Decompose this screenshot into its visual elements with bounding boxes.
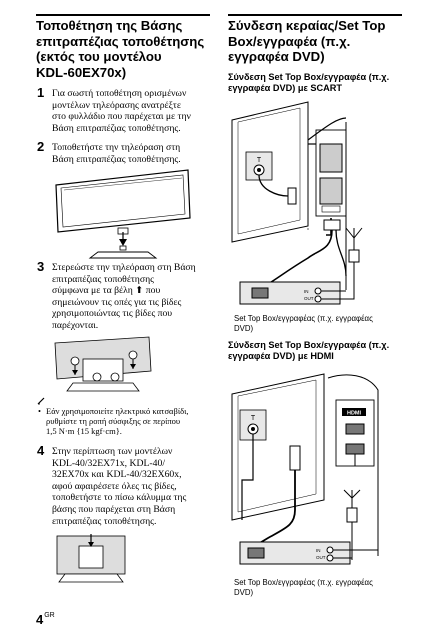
out-label: OUT bbox=[304, 296, 314, 301]
caption-line: DVD) bbox=[234, 587, 254, 597]
text-line: επιτραπέζιας τοποθέτησης. bbox=[52, 515, 157, 527]
text-line: Βάση επιτραπέζιας τοποθέτησης. bbox=[52, 153, 181, 165]
text-line: επιτραπέζιας τοποθέτησης bbox=[52, 273, 154, 285]
title-line: εγγραφέα DVD) bbox=[228, 49, 325, 64]
text-line: αφού αφαιρέσετε όλες τις βίδες, bbox=[52, 480, 177, 492]
text-line: Στην περίπτωση των μοντέλων bbox=[52, 446, 173, 457]
caption-line: Set Top Box/εγγραφέας (π.χ. εγγραφέας bbox=[234, 578, 373, 587]
text-line: μοντέλων τηλεόρασης ανατρέξτε bbox=[52, 99, 181, 111]
page-number: 4GR bbox=[36, 612, 55, 627]
title-line: Box/εγγραφέα (π.χ. bbox=[228, 33, 351, 49]
title-line: Τοποθέτηση της Βάσης bbox=[36, 18, 183, 33]
right-top-rule bbox=[228, 14, 402, 16]
text-line: Για σωστή τοποθέτηση ορισμένων bbox=[52, 88, 187, 99]
back-cover-illustration bbox=[53, 534, 129, 584]
step-3-number: 3 bbox=[37, 259, 45, 274]
step-4-text: Στην περίπτωση των μοντέλων KDL-40/32EX7… bbox=[52, 446, 222, 527]
left-top-rule bbox=[36, 14, 210, 16]
antenna-t-label: T bbox=[257, 157, 262, 164]
text-line: σύμφωνα με τα βέλη ⬆ που bbox=[52, 285, 161, 297]
step-2-number: 2 bbox=[37, 139, 45, 154]
heading-line: Σύνδεση Set Top Box/εγγραφέα (π.χ. bbox=[228, 72, 390, 82]
text-line: Βάση επιτραπέζιας τοποθέτησης. bbox=[52, 122, 181, 134]
note-bullet: • bbox=[38, 406, 41, 416]
step-1-number: 1 bbox=[37, 85, 45, 100]
hdmi-connection-diagram: T HDMI IN OUT bbox=[231, 373, 379, 565]
text-line: 32EX70x και KDL-40/32EX60x, bbox=[52, 469, 182, 481]
title-line: (εκτός του μοντέλου bbox=[36, 49, 162, 64]
screws-illustration bbox=[53, 336, 153, 393]
out-label: OUT bbox=[316, 555, 326, 560]
heading-line: Σύνδεση Set Top Box/εγγραφέα (π.χ. bbox=[228, 340, 390, 350]
text-line: Τοποθετήστε την τηλεόραση στη bbox=[52, 142, 181, 153]
text-line: ρυθμίστε τη ροπή σύσφιξης σε περίπου bbox=[46, 416, 181, 427]
text-line: στο φυλλάδιο που παρέχεται με την bbox=[52, 111, 191, 123]
page-language: GR bbox=[44, 612, 55, 619]
tv-on-stand-illustration bbox=[55, 169, 191, 259]
caption-line: DVD) bbox=[234, 323, 254, 333]
title-line: KDL-60EX70x) bbox=[36, 64, 127, 80]
heading-line: εγγραφέα DVD) με HDMI bbox=[228, 351, 334, 361]
title-line: επιτραπέζιας τοποθέτησης bbox=[36, 33, 205, 49]
step-3-text: Στερεώστε την τηλεόραση στη Βάση επιτραπ… bbox=[52, 262, 222, 332]
right-title: Σύνδεση κεραίας/Set Top Box/εγγραφέα (π.… bbox=[228, 18, 408, 65]
text-line: Στερεώστε την τηλεόραση στη Βάση bbox=[52, 262, 196, 273]
scart-connection-diagram: T IN OUT bbox=[231, 101, 363, 305]
note-pencil-icon bbox=[37, 397, 45, 405]
text-line: σημειώνουν τις οπές για τις βίδες bbox=[52, 296, 182, 308]
in-label: IN bbox=[304, 289, 309, 294]
antenna-t-label: T bbox=[251, 415, 256, 422]
hdmi-caption: Set Top Box/εγγραφέας (π.χ. εγγραφέας DV… bbox=[234, 578, 408, 597]
scart-caption: Set Top Box/εγγραφέας (π.χ. εγγραφέας DV… bbox=[234, 314, 408, 333]
scart-heading: Σύνδεση Set Top Box/εγγραφέα (π.χ. εγγρα… bbox=[228, 72, 408, 94]
left-title: Τοποθέτηση της Βάσης επιτραπέζιας τοποθέ… bbox=[36, 18, 214, 80]
text-line: βάσης που παρέχεται στη Βάση bbox=[52, 503, 176, 515]
step-1-text: Για σωστή τοποθέτηση ορισμένων μοντέλων … bbox=[52, 88, 217, 134]
title-line: Σύνδεση κεραίας/Set Top bbox=[228, 18, 386, 33]
hdmi-heading: Σύνδεση Set Top Box/εγγραφέα (π.χ. εγγρα… bbox=[228, 340, 408, 362]
caption-line: Set Top Box/εγγραφέας (π.χ. εγγραφέας bbox=[234, 314, 373, 323]
text-line: χρησιμοποιώντας τις βίδες που bbox=[52, 308, 173, 320]
page-number-value: 4 bbox=[36, 612, 44, 627]
step-4-number: 4 bbox=[37, 443, 45, 458]
note-text: Εάν χρησιμοποιείτε ηλεκτρικό κατσαβίδι, … bbox=[46, 406, 221, 437]
text-line: τοποθετήστε το πίσω κάλυμμα της bbox=[52, 492, 187, 504]
text-line: παρέχονται. bbox=[52, 319, 99, 331]
step-2-text: Τοποθετήστε την τηλεόραση στη Βάση επιτρ… bbox=[52, 142, 217, 165]
text-line: KDL-40/32EX71x, KDL-40/ bbox=[52, 457, 166, 469]
heading-line: εγγραφέα DVD) με SCART bbox=[228, 83, 343, 93]
in-label: IN bbox=[316, 548, 321, 553]
hdmi-logo-text: HDMI bbox=[347, 411, 362, 417]
text-line: Εάν χρησιμοποιείτε ηλεκτρικό κατσαβίδι, bbox=[46, 406, 189, 416]
text-line: 1,5 N·m {15 kgf·cm}. bbox=[46, 426, 122, 437]
